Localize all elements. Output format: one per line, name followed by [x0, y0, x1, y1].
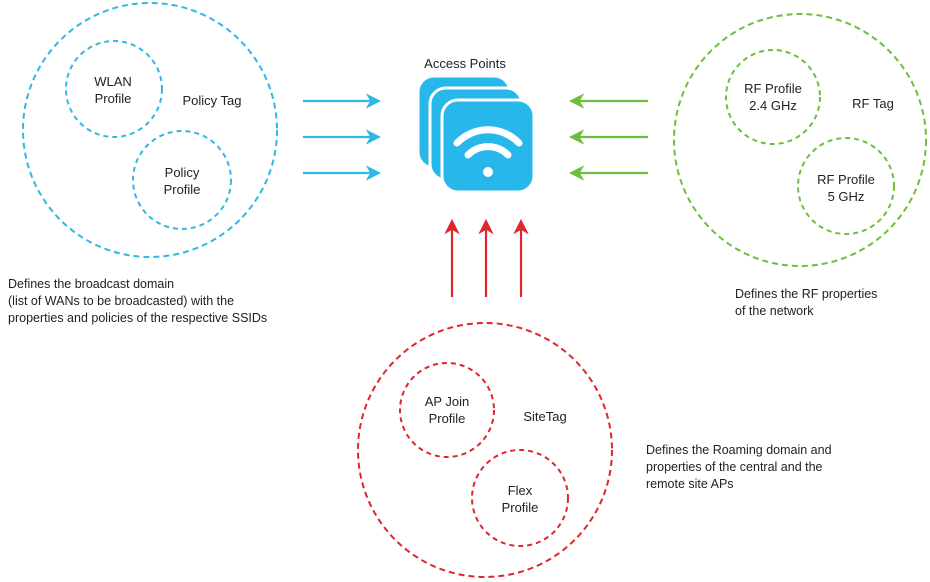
policy-description-line2: (list of WANs to be broadcasted) with th… — [8, 294, 235, 308]
policy-profile-circle — [132, 130, 232, 230]
policy-profile-label-line1: Policy — [165, 165, 200, 180]
site-description-line1: Defines the Roaming domain and — [646, 443, 832, 457]
access-points-title: Access Points — [424, 56, 506, 71]
rf-tag-label: RF Tag — [852, 96, 894, 111]
wlan-profile-circle — [65, 40, 163, 138]
site-tag-label: SiteTag — [523, 409, 566, 424]
rf-arrows — [568, 93, 648, 181]
site-description-line2: properties of the central and the — [646, 460, 823, 474]
site-arrows — [444, 218, 529, 297]
rf-profile-5-label-line1: RF Profile — [817, 172, 875, 187]
policy-description-line1: Defines the broadcast domain — [8, 277, 175, 291]
rf-description-line2: of the network — [735, 304, 814, 318]
rf-profile-24-label-line1: RF Profile — [744, 81, 802, 96]
flex-profile-circle — [471, 449, 569, 547]
policy-tag-circle — [22, 2, 278, 258]
wlan-profile-label-line2: Profile — [95, 91, 132, 106]
wifi-icon — [453, 126, 523, 177]
policy-tag-group: WLAN Profile Policy Tag Policy Profile — [22, 2, 278, 258]
flex-profile-label-line1: Flex — [508, 483, 533, 498]
policy-tag-label: Policy Tag — [182, 93, 241, 108]
rf-profile-5-circle — [797, 137, 895, 235]
ap-join-profile-label-line2: Profile — [429, 411, 466, 426]
site-description-line3: remote site APs — [646, 477, 734, 491]
policy-description-line3: properties and policies of the respectiv… — [8, 311, 268, 325]
rf-description-line1: Defines the RF properties — [735, 287, 878, 301]
site-tag-group: AP Join Profile SiteTag Flex Profile — [357, 322, 613, 578]
rf-profile-24-circle — [725, 49, 821, 145]
policy-tag-description: Defines the broadcast domain (list of WA… — [8, 276, 267, 327]
ap-join-profile-circle — [399, 362, 495, 458]
site-tag-description: Defines the Roaming domain and propertie… — [646, 442, 832, 493]
policy-arrows — [303, 93, 382, 181]
ap-join-profile-label-line1: AP Join — [425, 394, 470, 409]
rf-profile-24-label-line2: 2.4 GHz — [749, 98, 797, 113]
policy-profile-label-line2: Profile — [164, 182, 201, 197]
access-points: Access Points — [416, 56, 536, 194]
rf-profile-5-label-line2: 5 GHz — [828, 189, 865, 204]
rf-tag-group: RF Profile 2.4 GHz RF Tag RF Profile 5 G… — [673, 13, 927, 267]
wlan-profile-label-line1: WLAN — [94, 74, 132, 89]
site-tag-circle — [357, 322, 613, 578]
rf-tag-circle — [673, 13, 927, 267]
rf-tag-description: Defines the RF properties of the network — [735, 286, 877, 320]
flex-profile-label-line2: Profile — [502, 500, 539, 515]
